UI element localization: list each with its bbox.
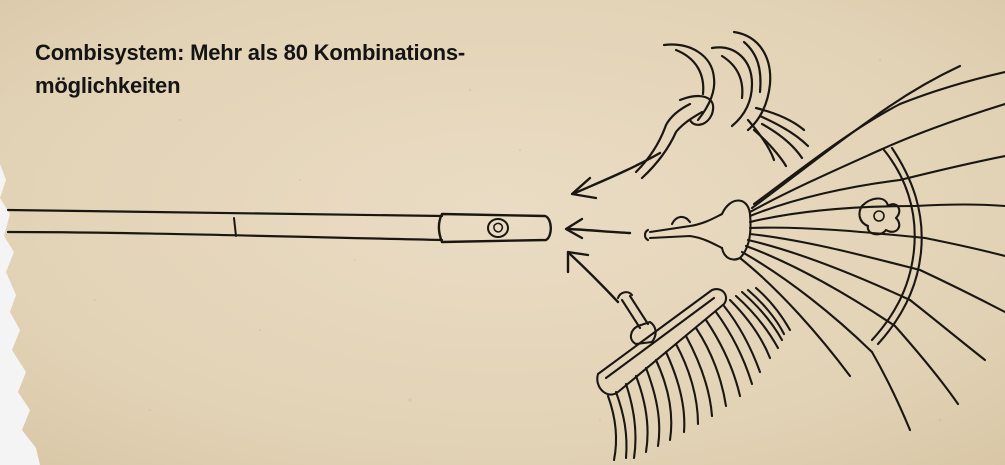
handle-icon: [8, 210, 551, 242]
leaf-rake-icon: [645, 66, 1005, 430]
broom-icon: [597, 288, 790, 460]
hand-cultivator-icon: [636, 32, 808, 178]
